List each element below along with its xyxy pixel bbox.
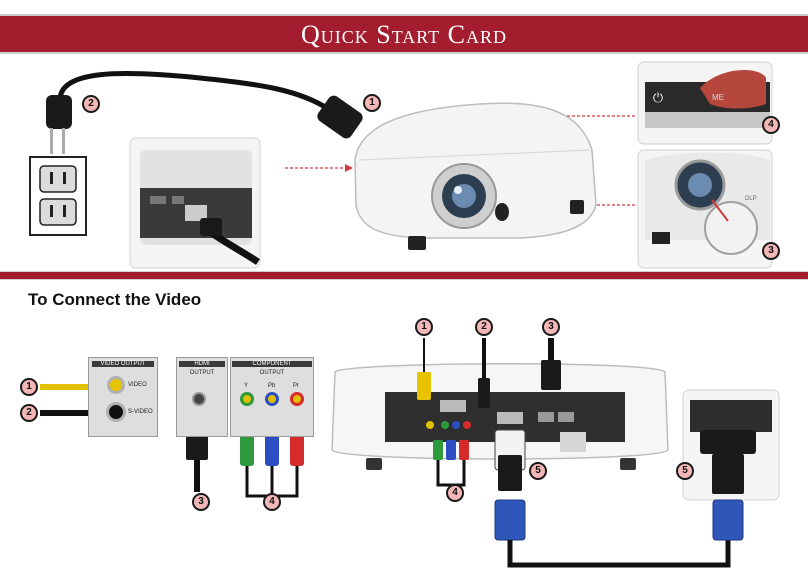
scart-adapter-inset: [682, 389, 780, 541]
pr-jack: [290, 392, 304, 406]
step-badge-3-hdmi: 3: [192, 493, 210, 511]
component-label-line1: COMPONENT: [232, 361, 312, 367]
hdmi-cable-device: [186, 430, 208, 492]
power-button-inset: [637, 61, 773, 145]
step-badge-1-projector: 1: [415, 318, 433, 336]
hdmi-label-line1: HDMI: [179, 361, 225, 367]
pb-label: Pb: [268, 383, 276, 389]
power-cord-illustration: [46, 70, 363, 154]
connect-video-heading: To Connect the Video: [28, 290, 202, 309]
step-badge-3-projector: 3: [542, 318, 560, 336]
step-badge-5-projector: 5: [529, 462, 547, 480]
pb-jack: [265, 392, 279, 406]
step-badge-1-power: 1: [363, 94, 381, 112]
video-jack-label: VIDEO: [128, 382, 147, 388]
step-badge-2-svideo: 2: [20, 404, 38, 422]
wall-outlet-illustration: [29, 156, 87, 236]
svideo-jack-label: S-VIDEO: [128, 409, 153, 415]
step-badge-2-projector: 2: [475, 318, 493, 336]
step-badge-3-power: 3: [762, 242, 780, 260]
y-jack: [240, 392, 254, 406]
video-jack: [107, 376, 125, 394]
step-badge-2-power: 2: [82, 95, 100, 113]
y-label: Y: [244, 383, 249, 389]
menu-button-label: ME: [712, 93, 724, 102]
section-divider: [0, 271, 808, 280]
step-badge-1-composite: 1: [20, 378, 38, 396]
title-banner: Quick Start Card: [0, 14, 808, 54]
hdmi-screw: [192, 392, 206, 406]
av-output-panel: [88, 357, 158, 437]
page-title: Quick Start Card: [300, 20, 508, 49]
hdmi-label-line2: OUTPUT: [189, 370, 215, 376]
step-badge-5-adapter: 5: [676, 462, 694, 480]
pr-label: Pr: [293, 383, 299, 389]
svideo-jack: [106, 402, 126, 422]
projector-rear-inset: [129, 137, 261, 269]
component-cables-device: [240, 430, 304, 498]
video-output-label: VIDEO OUTPUT: [92, 361, 154, 367]
lens-cap-inset: [637, 149, 773, 269]
component-label-line2: OUTPUT: [259, 370, 285, 376]
power-icon: ⏻: [652, 90, 664, 105]
step-badge-4-power: 4: [762, 116, 780, 134]
step-badge-4-projector: 4: [446, 484, 464, 502]
projector-illustration: [354, 102, 597, 250]
projector-cables-illustration: [417, 338, 731, 568]
step-badge-4-component: 4: [263, 493, 281, 511]
dlp-logo-text: DLP: [745, 196, 757, 202]
